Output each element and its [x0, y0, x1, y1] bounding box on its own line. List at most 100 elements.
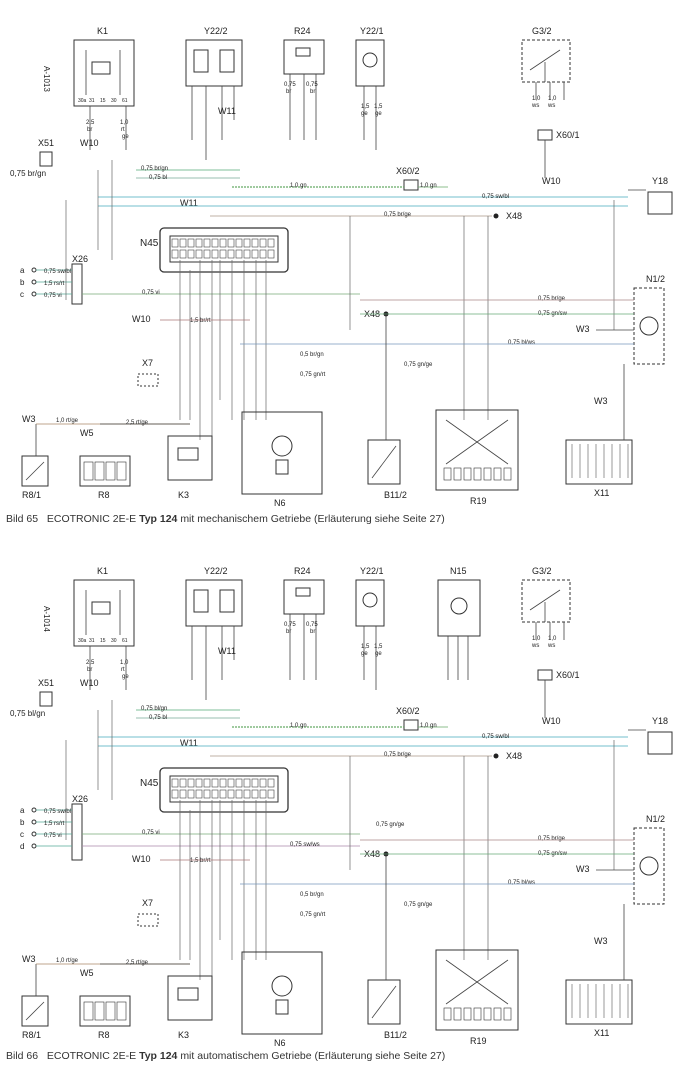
wire-label: 2,5 rt/ge [126, 960, 149, 966]
n45-pin [227, 238, 235, 248]
caption-text: ECOTRONIC 2E-E [46, 513, 137, 525]
n45-pin [187, 778, 195, 788]
input-b: b [20, 818, 25, 827]
wire-label: 0,75 bl [149, 175, 167, 181]
n45-pin [219, 789, 227, 799]
wire-label: 0,75 bl [149, 715, 167, 721]
wire-label: 0,75 bl/gn [141, 706, 167, 712]
wire-color: br [87, 127, 92, 133]
r24-resistor [283, 39, 325, 75]
n6-element [275, 999, 289, 1015]
caption-type: Typ 124 [139, 1050, 178, 1062]
n1-2-label: N1/2 [646, 814, 665, 824]
x51-label: X51 [38, 138, 54, 148]
n45-pin [187, 249, 195, 259]
k3-relay [167, 975, 213, 1021]
g3-2-sensor [521, 39, 571, 83]
w3-x11-label: W3 [594, 396, 608, 406]
wire-size: 0,75 [306, 82, 318, 88]
wire-label: 1,5 br/rt [190, 318, 211, 324]
w11-label: W11 [218, 646, 236, 656]
input-a: a [20, 806, 25, 815]
input-terminal [31, 819, 37, 825]
n1-2-symbol [639, 316, 659, 336]
r19-element [473, 1007, 482, 1021]
wire-color: ws [547, 643, 555, 649]
n45-pin [203, 778, 211, 788]
caption-text: ECOTRONIC 2E-E [46, 1050, 137, 1062]
r19-element [503, 467, 512, 481]
n45-pin [227, 789, 235, 799]
k1-pin: 30 [111, 98, 117, 104]
x7-label: X7 [142, 358, 153, 368]
n45-pin [219, 238, 227, 248]
k1-relay [73, 579, 135, 647]
wire [25, 1001, 45, 1021]
wire-size: 2,5 [86, 120, 95, 126]
x60-2-connector [403, 719, 419, 731]
caption-detail: mit mechanischem Getriebe (Erläuterung s… [180, 513, 445, 525]
w11-label: W11 [218, 106, 236, 116]
diagram-code: A-1014 [42, 606, 51, 632]
k1-pin: 30a [78, 638, 87, 644]
x26-label: X26 [72, 254, 88, 264]
wire-color: ge [122, 134, 129, 140]
b11-2-label: B11/2 [384, 490, 407, 500]
wire-size: 0,75 [284, 82, 296, 88]
r24-label: R24 [294, 566, 311, 576]
b11-2-label: B11/2 [384, 1030, 407, 1040]
r8-element [83, 1001, 94, 1021]
n45-pin [203, 238, 211, 248]
n45-pin [195, 789, 203, 799]
n45-pin [243, 789, 251, 799]
y18-label: Y18 [652, 176, 668, 186]
y22-2-label: Y22/2 [204, 26, 228, 36]
r19-resistor [435, 409, 519, 491]
wire-color: rt [121, 667, 125, 673]
x7-connector [137, 373, 159, 387]
n45-pin-block [169, 235, 279, 263]
y22-1-label: Y22/1 [360, 26, 384, 36]
w11-b-label: W11 [180, 198, 198, 208]
r8-element [83, 461, 94, 481]
wire-size: 2,5 [86, 660, 95, 666]
r19-element [493, 1007, 502, 1021]
x26-connector [71, 263, 83, 305]
n45-pin [259, 789, 267, 799]
n6-label: N6 [274, 498, 286, 508]
wire-size: 0,75 [306, 622, 318, 628]
r8-resistor [79, 995, 131, 1027]
wire-size: 1,0 [532, 636, 541, 642]
input-terminal [31, 831, 37, 837]
n45-pin [227, 249, 235, 259]
n6-module [241, 411, 323, 495]
g3-2-label: G3/2 [532, 566, 552, 576]
x11-connector [565, 979, 633, 1025]
r19-element [443, 1007, 452, 1021]
wire-size: 1,0 [532, 96, 541, 102]
wire-color: ge [361, 111, 368, 117]
wire-label: 0,75 br/ge [538, 296, 566, 302]
r19-element [463, 467, 472, 481]
y22-2-coil-b [219, 49, 235, 73]
n45-pin [219, 778, 227, 788]
input-terminal [31, 843, 37, 849]
n45-pin [259, 249, 267, 259]
n6-symbol [271, 975, 293, 997]
k1-pin: 30a [78, 98, 87, 104]
n45-pin [251, 778, 259, 788]
wire-label: 0,75 sw/ws [290, 842, 320, 848]
wire-label: 1,0 gn [420, 723, 437, 729]
y22-2-valve [185, 579, 243, 627]
wire [25, 461, 45, 481]
n6-label: N6 [274, 1038, 286, 1048]
wire-label: 0,5 br/gn [300, 352, 324, 358]
n6-symbol [271, 435, 293, 457]
n45-pin [267, 249, 275, 259]
wire-color: br [310, 89, 315, 95]
n6-element [275, 459, 289, 475]
wire-label: 0,75 sw/bl [44, 269, 71, 275]
y18-valve [647, 731, 673, 755]
